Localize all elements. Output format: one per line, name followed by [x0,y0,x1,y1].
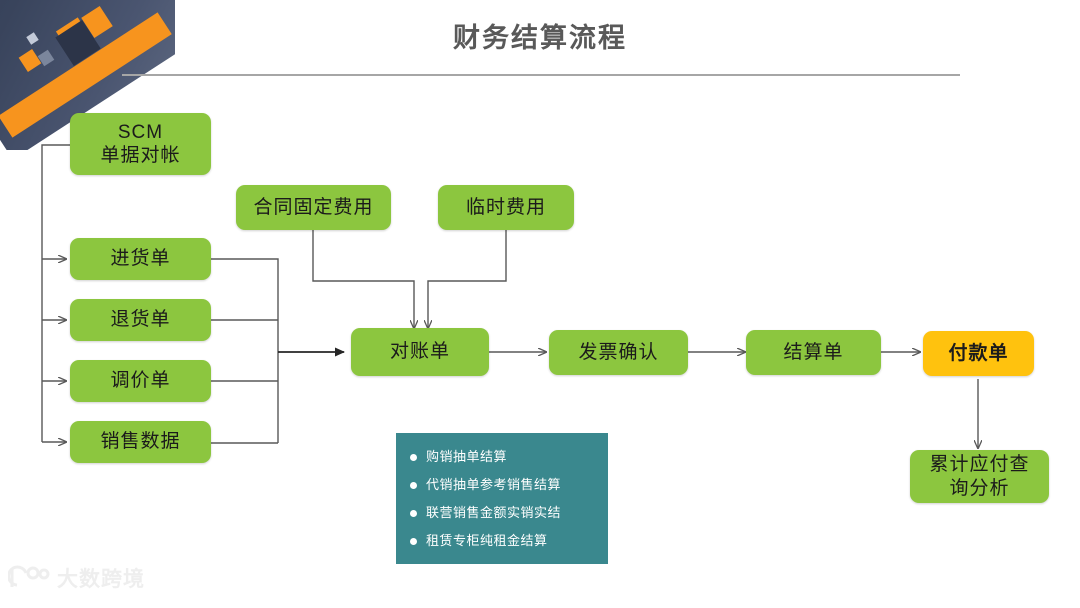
node-purchase-order[interactable]: 进货单 [70,238,211,280]
list-item: 购销抽单结算 [396,443,608,471]
list-item: 联营销售金额实销实结 [396,499,608,527]
node-return-order[interactable]: 退货单 [70,299,211,341]
node-settlement[interactable]: 结算单 [746,330,881,375]
bullet-icon [410,537,417,545]
node-invoice-confirm[interactable]: 发票确认 [549,330,688,375]
watermark: 大数跨境 [7,563,145,593]
title-divider [122,74,960,76]
node-price-adjust-order[interactable]: 调价单 [70,360,211,402]
bullet-icon [410,509,417,517]
watermark-text: 大数跨境 [57,568,145,591]
node-statement[interactable]: 对账单 [351,328,489,376]
bullet-icon [410,453,417,461]
node-scm[interactable]: SCM 单据对帐 [70,113,211,175]
list-item: 代销抽单参考销售结算 [396,471,608,499]
node-temporary-fee[interactable]: 临时费用 [438,185,574,230]
node-contract-fixed-fee[interactable]: 合同固定费用 [236,185,391,230]
node-sales-data[interactable]: 销售数据 [70,421,211,463]
page-title: 财务结算流程 [453,23,627,53]
bullet-icon [410,481,417,489]
node-payment-order[interactable]: 付款单 [923,331,1034,376]
node-accumulated-payable-analysis[interactable]: 累计应付查 询分析 [910,450,1049,503]
settlement-rules-panel: 购销抽单结算 代销抽单参考销售结算 联营销售金额实销实结 租赁专柜纯租金结算 [396,433,608,564]
list-item: 租赁专柜纯租金结算 [396,527,608,555]
brand-logo-icon [7,565,50,591]
